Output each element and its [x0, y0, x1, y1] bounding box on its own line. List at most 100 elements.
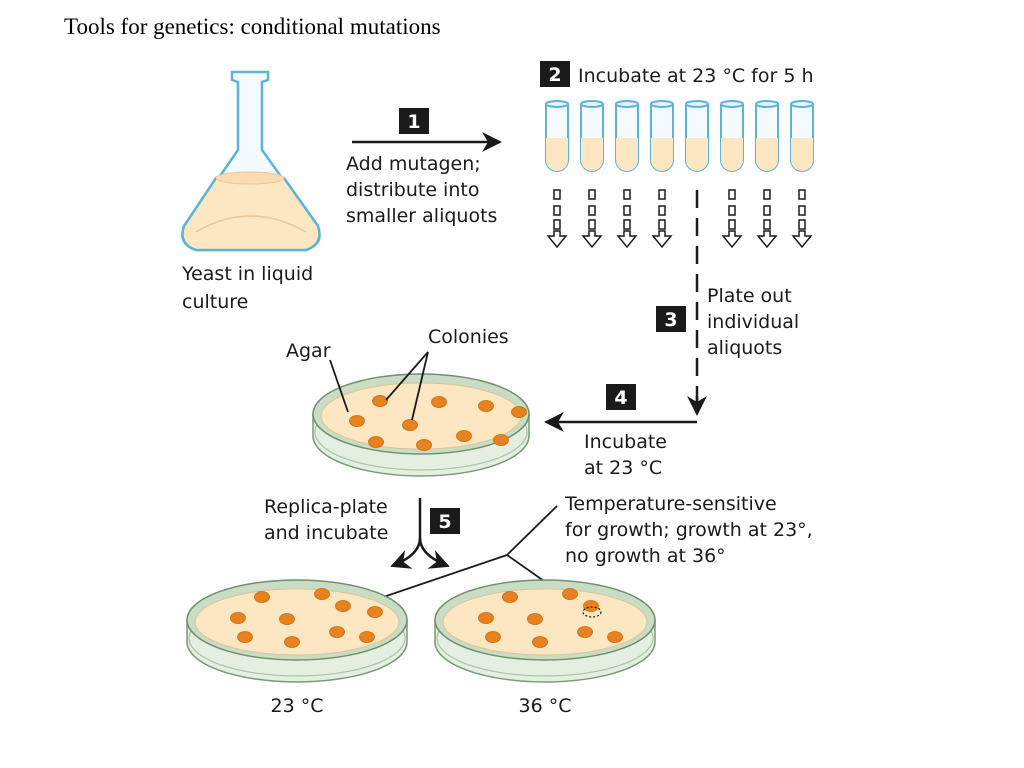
arrow-head [651, 230, 673, 249]
arrow-dash [623, 205, 631, 216]
arrow-dash [588, 219, 596, 230]
colony [583, 600, 599, 612]
colony [532, 636, 548, 648]
colonies-leader-line-1 [385, 351, 429, 401]
colony [402, 419, 418, 431]
test-tube-2 [580, 100, 604, 249]
arrow-dash [728, 205, 736, 216]
arrow-head [581, 230, 603, 249]
tube-culture [791, 138, 813, 171]
step-5-text-line2: and incubate [264, 522, 388, 544]
step-3-text-line2: individual [707, 311, 799, 333]
ts-note-line3: no growth at 36° [565, 545, 726, 567]
step-5-badge [430, 508, 460, 534]
colony [478, 612, 494, 624]
step-1-text-line2: distribute into [346, 179, 479, 201]
colony [416, 439, 432, 451]
arrow-dash [728, 219, 736, 230]
step-5-text-line1: Replica-plate [264, 496, 388, 518]
colony [607, 631, 623, 643]
plate-23c-label: 23 °C [271, 695, 324, 717]
tube-culture [546, 138, 568, 171]
arrow-dash [553, 189, 561, 200]
step-3-number: 3 [664, 309, 677, 331]
step-3-text-line1: Plate out [707, 285, 792, 307]
tube-rim [755, 100, 779, 108]
test-tube-7 [755, 100, 779, 249]
arrow-head [616, 230, 638, 249]
arrow-dash [588, 189, 596, 200]
missing-colony-outline [582, 606, 602, 618]
colony [562, 588, 578, 600]
colony [254, 591, 270, 603]
plate-36c [434, 579, 656, 683]
step-4-badge [606, 384, 636, 410]
plate-23c [186, 579, 408, 683]
arrow-dash [798, 219, 806, 230]
tube-1-dashed-arrow [546, 189, 568, 249]
arrow-head [791, 230, 813, 249]
colonies-leader-line-2 [411, 351, 429, 421]
step-1-badge [399, 108, 429, 134]
colony [279, 613, 295, 625]
step-5-number: 5 [438, 511, 451, 533]
slide-title: Tools for genetics: conditional mutation… [64, 14, 441, 39]
step-2-text: Incubate at 23 °C for 5 h [578, 65, 814, 87]
step-2-badge [540, 61, 570, 87]
tube-8-dashed-arrow [791, 189, 813, 249]
arrow-dash [763, 205, 771, 216]
arrow-dash [728, 189, 736, 200]
colonies-label: Colonies [428, 326, 509, 348]
colony [485, 631, 501, 643]
colony [368, 436, 384, 448]
test-tube-8 [790, 100, 814, 249]
arrow-head [721, 230, 743, 249]
arrow-dash [763, 219, 771, 230]
tube-culture [581, 138, 603, 171]
step-1-text-line3: smaller aliquots [346, 205, 497, 227]
arrow-dash [623, 189, 631, 200]
colony [456, 430, 472, 442]
step-1-number: 1 [407, 111, 420, 133]
arrow-dash [658, 189, 666, 200]
colony [493, 434, 509, 446]
tube-rim [545, 100, 569, 108]
colony [349, 415, 365, 427]
agar-surface [320, 382, 522, 450]
tube-rim [720, 100, 744, 108]
tube-rim [790, 100, 814, 108]
colony [478, 400, 494, 412]
step-4-text-line2: at 23 °C [584, 457, 662, 479]
ts-leader-stem [506, 505, 558, 556]
step-3-badge [656, 306, 686, 332]
tube-7-dashed-arrow [756, 189, 778, 249]
agar-label: Agar [286, 340, 331, 362]
test-tube-3 [615, 100, 639, 249]
colony [314, 588, 330, 600]
colony [577, 626, 593, 638]
tube-culture [756, 138, 778, 171]
colony [372, 395, 388, 407]
colony [502, 591, 518, 603]
tube-culture [721, 138, 743, 171]
tube-culture [686, 138, 708, 171]
colony [335, 600, 351, 612]
test-tube-4 [650, 100, 674, 249]
colony [359, 631, 375, 643]
colony [329, 626, 345, 638]
arrow-dash [763, 189, 771, 200]
step-2-number: 2 [548, 64, 561, 86]
arrow-dash [553, 219, 561, 230]
colony [284, 636, 300, 648]
test-tubes [545, 100, 814, 249]
tube-2-dashed-arrow [581, 189, 603, 249]
arrow-dash [553, 205, 561, 216]
colony [527, 613, 543, 625]
tube-6-dashed-arrow [721, 189, 743, 249]
tube-culture [616, 138, 638, 171]
ts-note-line2: for growth; growth at 23°, [565, 519, 813, 541]
tube-4-dashed-arrow [651, 189, 673, 249]
arrow-dash [658, 219, 666, 230]
